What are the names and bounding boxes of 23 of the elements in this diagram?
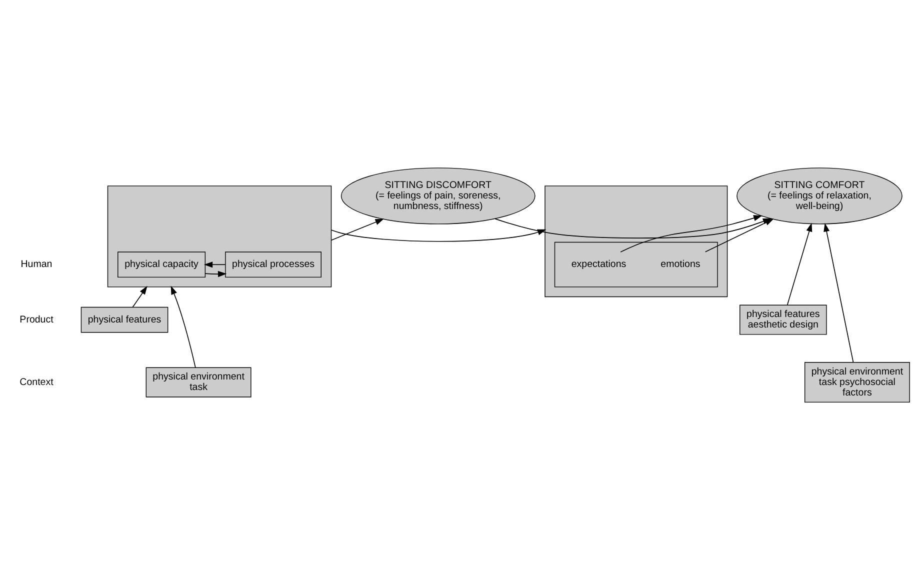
node-text: emotions [660,258,700,270]
arrow [330,228,546,242]
node-box: physical capacity [118,251,206,278]
node-box: physical environment task psychosocial factors [804,362,910,402]
node-text: expectations [571,258,626,270]
node-box: physical processes [225,251,322,278]
cluster [107,185,332,287]
label: Human [20,258,52,270]
cluster [554,241,718,287]
label: Context [20,376,54,388]
label: Product [20,314,54,325]
arrow [786,222,812,305]
arrow [824,222,854,362]
node-box: physical environment task [146,366,252,397]
arrow [330,218,384,240]
node-box: physical features [80,306,168,332]
arrow [204,261,226,268]
arrow [132,285,148,308]
arrow [170,285,196,368]
arrow [204,270,227,277]
arrow [620,214,762,252]
node-box: physical features aesthetic design [740,304,827,334]
cluster [544,185,728,297]
